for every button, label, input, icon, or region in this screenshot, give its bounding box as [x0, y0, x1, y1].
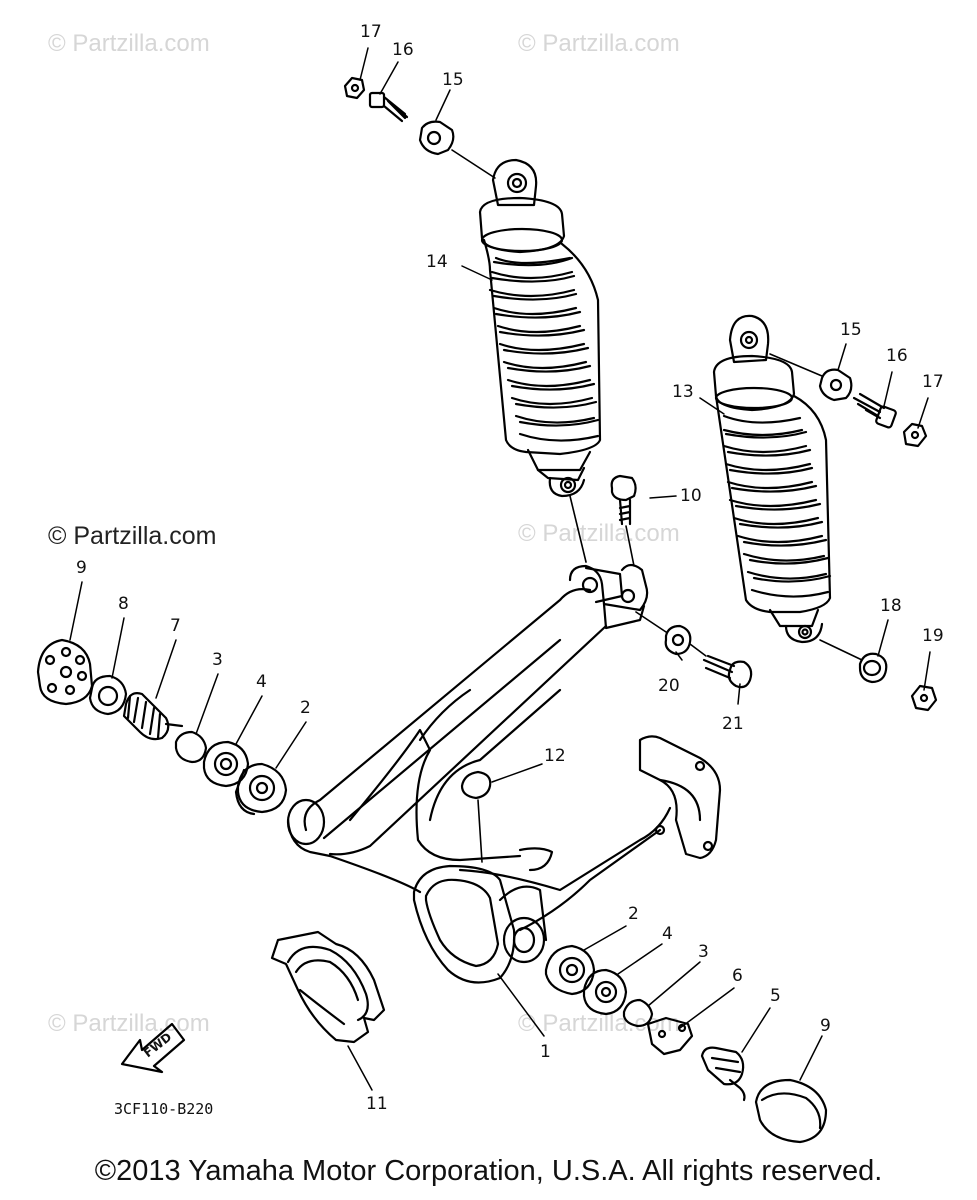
- plate-6-icon: [646, 1016, 694, 1056]
- callout-7: 7: [170, 616, 181, 636]
- cap-12-icon: [460, 770, 492, 800]
- callout-20: 20: [658, 676, 680, 696]
- watermark: © Partzilla.com: [518, 520, 680, 547]
- callout-10: 10: [680, 486, 702, 506]
- bolt-10-icon: [610, 474, 637, 526]
- callout-13: 13: [672, 382, 694, 402]
- callout-3: 3: [698, 942, 709, 962]
- callout-5: 5: [770, 986, 781, 1006]
- callout-12: 12: [544, 746, 566, 766]
- callout-3: 3: [212, 650, 223, 670]
- nut-17-right-icon: [902, 422, 928, 448]
- cover-9-left-icon: [36, 638, 94, 706]
- collar-3-lower-icon: [622, 998, 654, 1028]
- fwd-arrow-icon: [120, 1022, 186, 1074]
- callout-1: 1: [540, 1042, 551, 1062]
- seal-4-lower-icon: [582, 968, 628, 1016]
- collar-20-icon: [664, 624, 692, 656]
- callout-17: 17: [360, 22, 382, 42]
- rear-shock-14-icon: [478, 158, 602, 498]
- callout-9: 9: [820, 1016, 831, 1036]
- collar-15-right-icon: [818, 368, 853, 402]
- seal-4-left-icon: [202, 740, 250, 788]
- callout-6: 6: [732, 966, 743, 986]
- nut-17-top-icon: [343, 76, 366, 100]
- leader-lines: [69, 47, 931, 1091]
- washer-18-icon: [858, 652, 888, 684]
- watermark: © Partzilla.com: [48, 30, 210, 57]
- rear-shock-13-icon: [712, 314, 832, 644]
- callout-21: 21: [722, 714, 744, 734]
- callout-16: 16: [886, 346, 908, 366]
- collar-3-left-icon: [174, 730, 208, 764]
- bolt-21-icon: [702, 654, 753, 689]
- bearing-8-icon: [88, 674, 128, 716]
- callout-14: 14: [426, 252, 448, 272]
- boot-11-icon: [270, 930, 386, 1044]
- callout-4: 4: [662, 924, 673, 944]
- watermark: © Partzilla.com: [518, 30, 680, 57]
- bearing-2-left-icon: [234, 762, 288, 816]
- callout-11: 11: [366, 1094, 388, 1114]
- bolt-16-top-icon: [368, 91, 409, 123]
- bolt-16-right-icon: [852, 392, 897, 429]
- collar-15-top-icon: [418, 120, 455, 156]
- cover-9-lower-icon: [754, 1078, 828, 1144]
- callout-4: 4: [256, 672, 267, 692]
- callout-15: 15: [840, 320, 862, 340]
- shaft-7-icon: [122, 692, 184, 741]
- nut-19-icon: [910, 684, 938, 712]
- callout-2: 2: [300, 698, 311, 718]
- watermark-dark: © Partzilla.com: [48, 522, 217, 550]
- callout-19: 19: [922, 626, 944, 646]
- callout-2: 2: [628, 904, 639, 924]
- callout-15: 15: [442, 70, 464, 90]
- callout-16: 16: [392, 40, 414, 60]
- copyright-notice: ©2013 Yamaha Motor Corporation, U.S.A. A…: [94, 1155, 883, 1187]
- watermark: © Partzilla.com: [48, 1010, 210, 1037]
- callout-9: 9: [76, 558, 87, 578]
- swingarm-1-icon: [286, 563, 722, 984]
- callout-18: 18: [880, 596, 902, 616]
- bolt-5-icon: [700, 1046, 746, 1102]
- callout-17: 17: [922, 372, 944, 392]
- diagram-code: 3CF110-B220: [114, 1100, 214, 1118]
- bearing-2-lower-icon: [544, 944, 596, 996]
- callout-8: 8: [118, 594, 129, 614]
